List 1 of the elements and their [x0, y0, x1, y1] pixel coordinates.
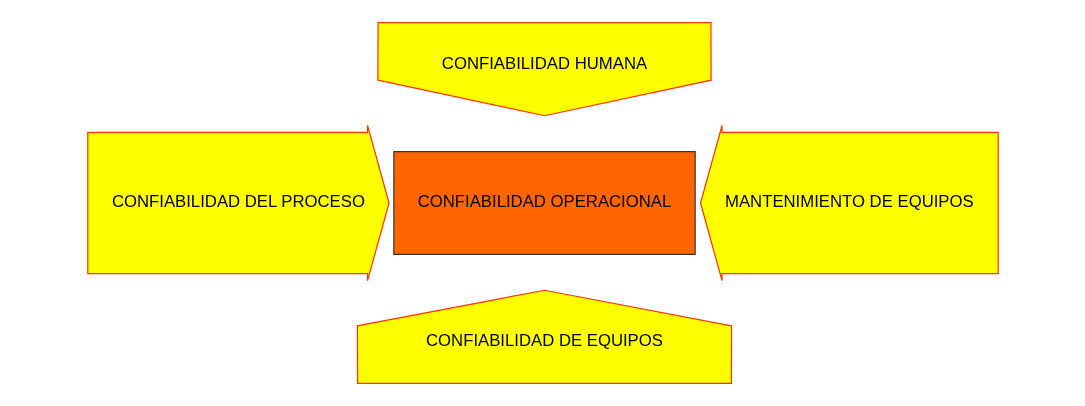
node-box: CONFIABILIDAD OPERACIONAL	[392, 151, 696, 255]
